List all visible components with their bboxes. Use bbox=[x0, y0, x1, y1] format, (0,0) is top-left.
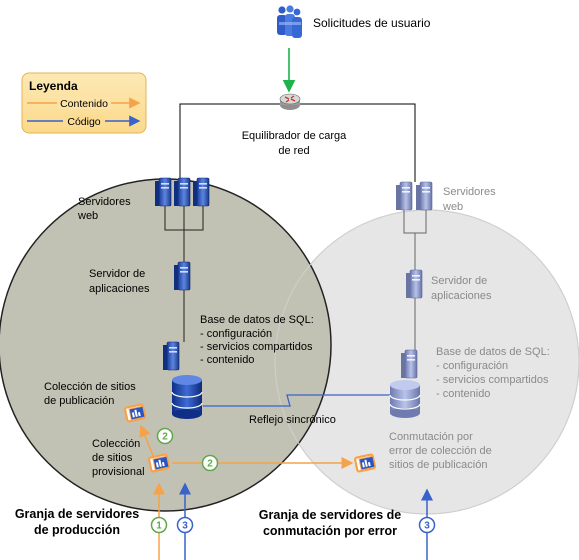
step-2b-number: 2 bbox=[207, 459, 213, 470]
prod-app-server-label-line2: aplicaciones bbox=[89, 283, 150, 295]
step-3-failover-number: 3 bbox=[424, 521, 430, 532]
failover-web-servers-label-line1: Servidores bbox=[443, 186, 496, 198]
users-icon bbox=[277, 5, 302, 38]
load-balancer-label-line1: Equilibrador de carga bbox=[242, 130, 347, 142]
publishing-collection-label-line2: de publicación bbox=[44, 395, 114, 407]
publishing-site-collection-icon bbox=[123, 403, 147, 423]
failover-sql-title: Base de datos de SQL: bbox=[436, 346, 550, 358]
staging-collection-label-line3: provisional bbox=[92, 466, 145, 478]
failover-collection-label-line1: Conmutación por bbox=[389, 431, 473, 443]
database-icon bbox=[171, 375, 203, 419]
app-server-icon bbox=[173, 261, 191, 291]
step-badge-2b: 2 bbox=[201, 454, 219, 472]
step-1-number: 1 bbox=[156, 521, 162, 532]
prod-app-server-label-line1: Servidor de bbox=[89, 268, 145, 280]
legend-content-label: Contenido bbox=[60, 98, 108, 110]
prod-sql-title: Base de datos de SQL: bbox=[200, 314, 314, 326]
publishing-collection-label-line1: Colección de sitios bbox=[44, 381, 136, 393]
failover-sql-item-content: - contenido bbox=[436, 388, 490, 400]
failover-farm-label-line2: conmutación por error bbox=[263, 524, 397, 538]
failover-collection-label-line2: error de colección de bbox=[389, 445, 492, 457]
failover-collection-label-line3: sitios de publicación bbox=[389, 459, 487, 471]
prod-sql-item-content: - contenido bbox=[200, 354, 254, 366]
load-balancer-label-line2: de red bbox=[278, 145, 309, 157]
user-requests-label: Solicitudes de usuario bbox=[313, 16, 431, 30]
failover-web-servers-icon bbox=[395, 181, 433, 211]
prod-sql-item-config: - configuración bbox=[200, 328, 272, 340]
deploy-arrow bbox=[139, 424, 155, 459]
failover-web-servers-label-line2: web bbox=[442, 201, 463, 213]
failover-farm-label-line1: Granja de servidores de bbox=[259, 508, 401, 522]
step-2a-number: 2 bbox=[162, 432, 168, 443]
step-badge-3-failover: 3 bbox=[418, 516, 436, 534]
legend-code-label: Código bbox=[67, 116, 100, 128]
failover-sql-item-shared: - servicios compartidos bbox=[436, 374, 549, 386]
step-badge-1: 1 bbox=[150, 516, 168, 534]
staging-collection-label-line2: de sitios bbox=[92, 452, 133, 464]
legend-title: Leyenda bbox=[29, 79, 78, 93]
network-link bbox=[179, 103, 416, 182]
mirroring-line bbox=[203, 394, 390, 407]
legend: Leyenda Contenido Código bbox=[21, 72, 147, 134]
prod-web-servers-label-line1: Servidores bbox=[78, 196, 131, 208]
step-3-prod-number: 3 bbox=[182, 521, 188, 532]
web-servers-icon bbox=[154, 177, 210, 207]
staging-collection-label-line1: Colección bbox=[92, 438, 140, 450]
failover-app-server-label-line2: aplicaciones bbox=[431, 290, 492, 302]
router-icon bbox=[279, 93, 301, 110]
step-badge-2a: 2 bbox=[156, 427, 174, 445]
failover-app-server-label-line1: Servidor de bbox=[431, 275, 487, 287]
step-badge-3-prod: 3 bbox=[176, 516, 194, 534]
prod-sql-item-shared: - servicios compartidos bbox=[200, 341, 313, 353]
failover-database-icon bbox=[389, 380, 421, 418]
mirroring-label: Reflejo sincrónico bbox=[249, 414, 336, 426]
production-farm-label-line1: Granja de servidores bbox=[15, 507, 139, 521]
prod-web-servers-label-line2: web bbox=[77, 210, 98, 222]
failover-site-collection-icon bbox=[353, 453, 377, 473]
failover-sql-item-config: - configuración bbox=[436, 360, 508, 372]
production-farm-label-line2: de producción bbox=[34, 523, 120, 537]
failover-sql-server-icon bbox=[400, 349, 418, 379]
sql-server-icon bbox=[162, 341, 180, 371]
staging-site-collection-icon bbox=[147, 453, 171, 473]
failover-app-server-icon bbox=[405, 269, 423, 299]
